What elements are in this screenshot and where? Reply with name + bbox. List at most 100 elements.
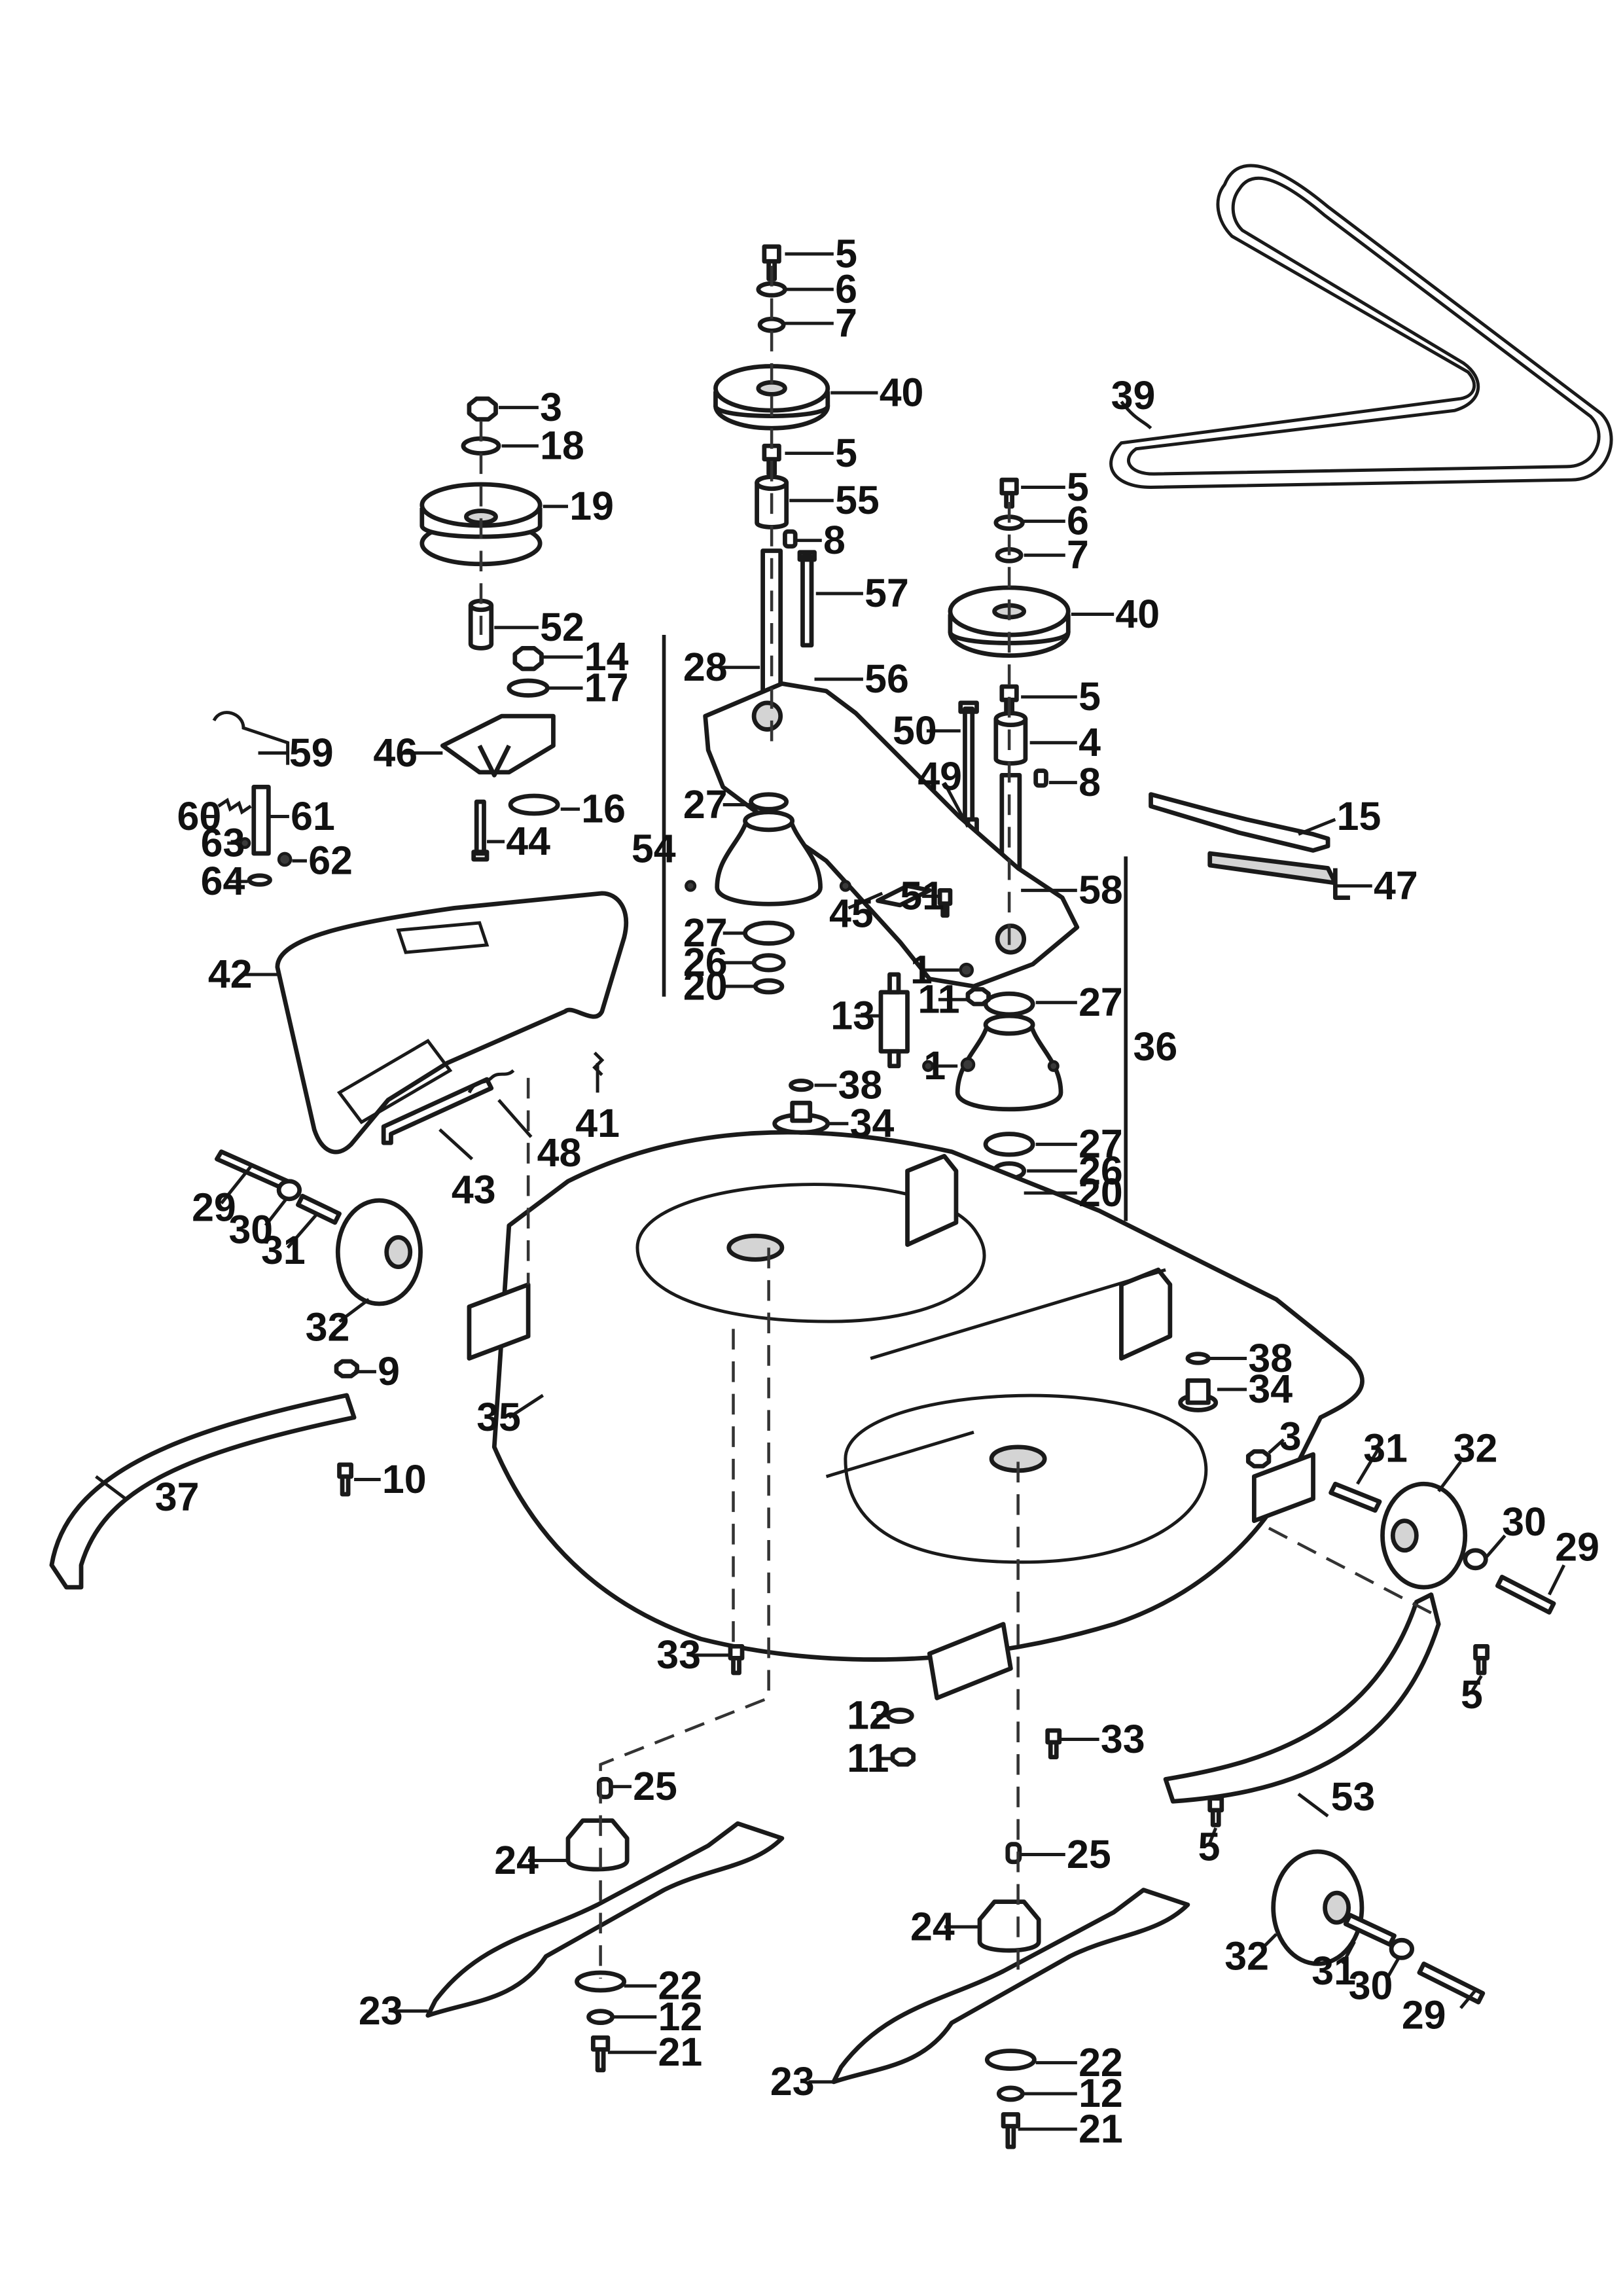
washer-26-icon [751,953,786,973]
cutting-deck-35 [467,1130,1364,1700]
callout-45: 45 [829,891,874,936]
callout-32: 32 [306,1304,350,1349]
callout-33: 33 [656,1632,701,1677]
callout-40: 40 [880,370,924,414]
gauge-wheel-bottom [1271,1849,1486,2005]
callout-24: 24 [494,1838,539,1882]
callout-15: 15 [1337,794,1382,838]
callout-51: 51 [900,874,944,918]
bumper-37-icon [49,1393,357,1590]
callout-54: 54 [632,826,676,870]
bolt-57-icon [797,550,817,648]
washer-7-icon [757,316,786,333]
discharge-chute-42 [275,891,629,1155]
callout-19: 19 [569,484,614,528]
assembly-lines [479,266,1440,1979]
callout-31: 31 [1311,1948,1356,1993]
callout-40: 40 [1115,592,1160,636]
bolt-29-bottom-icon [1417,1962,1486,2005]
nut-14-icon [512,645,544,672]
washer-38-right-icon [1185,1352,1211,1365]
nut-11-deck-icon [890,1747,916,1767]
callout-13: 13 [830,993,875,1037]
callout-38: 38 [1248,1336,1293,1380]
callout-29: 29 [1402,1993,1446,2037]
washer-38-top-icon [789,1078,814,1092]
blade-adapter-24-right-icon [977,1899,1041,1953]
callout-62: 62 [308,838,353,883]
callout-30: 30 [1502,1499,1546,1544]
callout-16: 16 [581,787,626,831]
callout-35: 35 [476,1395,521,1439]
callout-43: 43 [452,1168,496,1212]
callout-7: 7 [1067,533,1089,577]
callout-5: 5 [835,231,857,276]
callout-30: 30 [1349,1964,1393,2008]
bearing-27-right-bottom-icon [983,1132,1035,1157]
deck-bracket-top-icon [905,1154,959,1247]
nut-3-deck-icon [1245,1449,1272,1469]
callout-20: 20 [1079,1170,1123,1215]
callout-26: 26 [683,940,728,984]
bearing-27-right-top-icon [983,991,1035,1017]
callout-5: 5 [1067,465,1089,509]
key-8-right-icon [1033,768,1048,788]
callout-29: 29 [1555,1525,1599,1570]
callout-22: 22 [658,1964,703,2008]
callout-21: 21 [658,2030,703,2074]
callout-60: 60 [177,794,222,838]
callout-47: 47 [1374,863,1418,908]
cable-15-icon [1149,792,1330,853]
callout-57: 57 [865,571,909,615]
callout-8: 8 [1079,760,1101,804]
bolt-5-right-icon [999,477,1019,509]
support-plate-45 [703,681,1080,989]
deck-bracket-front-right-icon [1251,1452,1315,1524]
bolt-44-icon [471,799,490,862]
deck-bracket-left-icon [467,1282,531,1361]
callout-39: 39 [1111,373,1156,418]
wheel-32-right-icon [1380,1481,1468,1590]
callout-55: 55 [835,478,880,522]
callout-10: 10 [382,1457,427,1501]
callout-28: 28 [683,645,728,689]
bolt-29-left-icon [215,1149,291,1191]
nut-9-icon [334,1359,359,1378]
callout-27: 27 [683,782,728,827]
washer-22-left-icon [575,1970,627,1993]
bolt-5-mid-icon [762,443,781,476]
callout-44: 44 [506,819,550,863]
callout-42: 42 [208,952,253,996]
callout-25: 25 [633,1764,677,1808]
callout-12: 12 [847,1693,891,1738]
callout-53: 53 [1331,1774,1376,1819]
callout-56: 56 [865,656,909,701]
wheel-32-bottom-icon [1271,1849,1364,1966]
callout-26: 26 [1079,1148,1123,1193]
callout-37: 37 [155,1475,200,1519]
callout-8: 8 [823,518,846,562]
roller-13-icon [878,990,910,1054]
bolt-33-right-icon [1045,1728,1062,1759]
callout-58: 58 [1079,868,1123,912]
callout-31: 31 [261,1228,306,1272]
spring-48-icon [467,1069,515,1094]
blade-23-left-icon [425,1821,785,2018]
callout-22: 22 [1079,2040,1123,2085]
roller-13-group [878,888,991,1069]
callout-24: 24 [910,1904,955,1948]
washer-30-right-icon [1463,1548,1488,1571]
washer-30-left-icon [276,1179,302,1202]
wheel-32-left-icon [335,1198,423,1306]
spring-60-icon [217,797,252,815]
drive-belt-39 [1109,164,1613,489]
callout-30: 30 [228,1207,273,1251]
callout-12: 12 [1079,2071,1123,2115]
callout-7: 7 [835,300,857,345]
bearing-27-bottom-icon [743,920,795,946]
callout-18: 18 [540,423,584,468]
bolt-33-left-icon [728,1643,745,1676]
spindle-housing-left-icon [715,818,823,906]
callout-12: 12 [658,1994,703,2039]
callout-50: 50 [893,708,937,753]
